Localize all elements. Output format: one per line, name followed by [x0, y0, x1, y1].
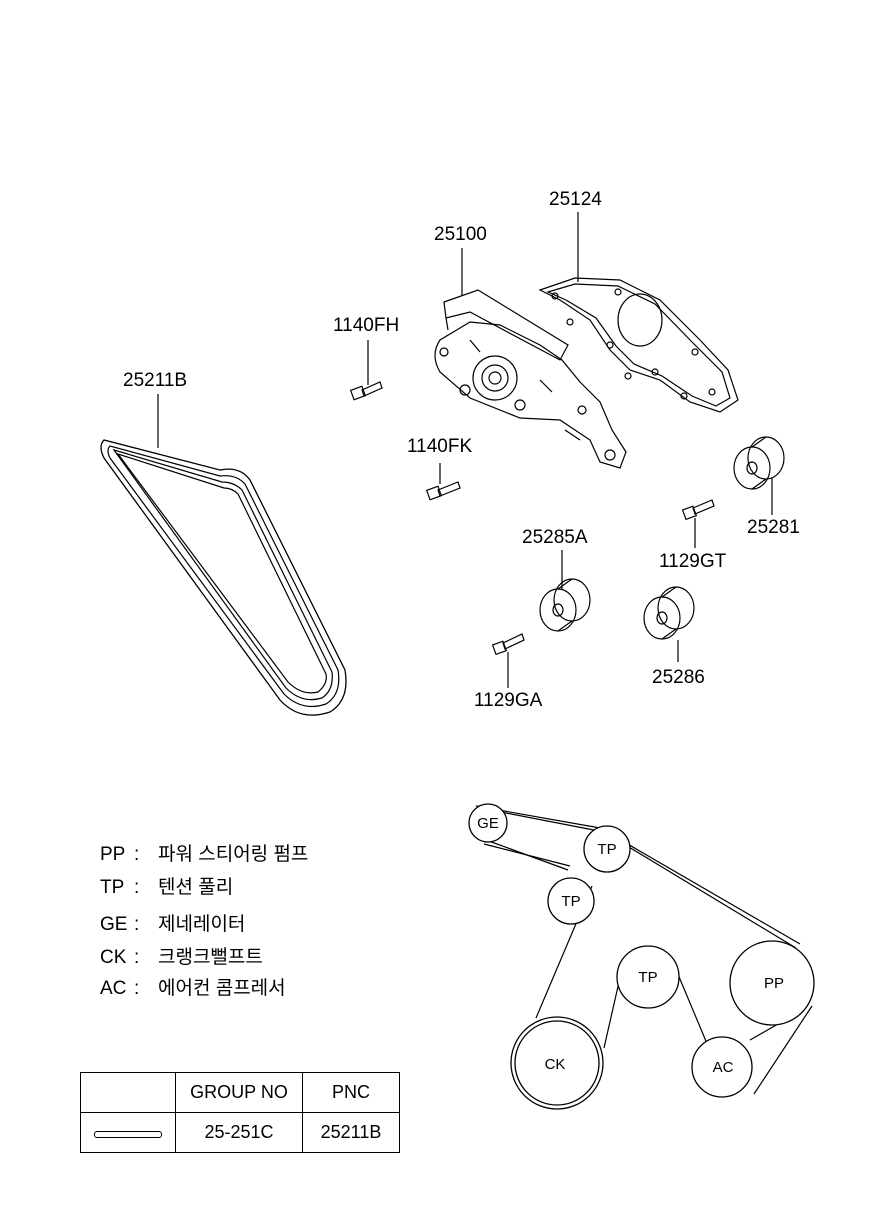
pulley-ac[interactable] [691, 1036, 753, 1098]
part-label-25285A: 25285A [522, 527, 588, 548]
pulley-pp[interactable] [729, 940, 815, 1026]
bolt-1129GT[interactable] [681, 499, 715, 548]
legend-sep: : [134, 947, 140, 968]
legend-code: CK [100, 947, 127, 968]
part-label-1140FH: 1140FH [333, 315, 400, 336]
legend-desc: 텐션 풀리 [158, 877, 234, 898]
legend-desc: 제네레이터 [158, 914, 246, 935]
part-label-1129GA: 1129GA [474, 690, 543, 711]
legend-row-pp: PP: 파워 스티어링 펌프 [100, 845, 308, 864]
legend-code: GE [100, 914, 128, 935]
pnc-table: GROUP NO PNC 25-251C 25211B [80, 1072, 400, 1153]
bolt-1129GA[interactable] [491, 633, 525, 688]
pulley-tp-lower[interactable] [616, 945, 680, 1009]
part-label-25281: 25281 [747, 517, 800, 538]
legend-row-tp: TP: 텐션 풀리 [100, 878, 233, 897]
pulley-ck-inner [514, 1020, 600, 1106]
table-cell-group-no: 25-251C [175, 1112, 303, 1153]
table-header-pnc: PNC [302, 1072, 400, 1113]
part-label-25124: 25124 [549, 189, 602, 210]
part-label-25211B: 25211B [123, 370, 188, 391]
water-pump-25100[interactable] [434, 289, 627, 469]
label-ac: AC [713, 1059, 734, 1076]
table-header-blank [80, 1072, 176, 1113]
bolt-1140FK[interactable] [425, 481, 461, 501]
idler-pulley-25281[interactable] [733, 436, 785, 515]
bolt-1140FH[interactable] [349, 340, 383, 401]
part-label-1140FK: 1140FK [407, 436, 473, 457]
pulley-tp-mid[interactable] [547, 877, 595, 925]
legend-sep: : [134, 978, 140, 999]
tension-pulley-25286[interactable] [643, 586, 695, 640]
label-ck: CK [545, 1056, 566, 1073]
table-header-group-no: GROUP NO [175, 1072, 303, 1113]
legend-code: PP [100, 844, 126, 865]
legend-code: AC [100, 978, 127, 999]
legend-desc: 에어컨 콤프레서 [158, 978, 286, 999]
drive-belt-25211B[interactable] [100, 439, 347, 716]
legend-sep: : [134, 844, 140, 865]
table-cell-pnc: 25211B [302, 1112, 400, 1153]
idler-pulley-25285A[interactable] [539, 550, 591, 632]
label-tp-lower: TP [638, 969, 657, 986]
label-pp: PP [764, 975, 784, 992]
legend-desc: 크랭크뻘프트 [158, 947, 263, 968]
label-tp-mid: TP [561, 893, 580, 910]
legend-desc: 파워 스티어링 펌프 [158, 844, 309, 865]
part-label-1129GT: 1129GT [659, 551, 727, 572]
belt-symbol-cell [80, 1112, 176, 1153]
legend-row-ck: CK: 크랭크뻘프트 [100, 948, 263, 967]
table-row[interactable]: 25-251C 25211B [80, 1112, 400, 1153]
label-ge: GE [477, 815, 499, 832]
legend-sep: : [134, 914, 140, 935]
legend-code: TP [100, 877, 125, 898]
label-tp-upper: TP [597, 841, 616, 858]
legend-row-ac: AC: 에어컨 콤프레서 [100, 979, 286, 998]
part-label-25100: 25100 [434, 224, 487, 245]
table-header-row: GROUP NO PNC [80, 1072, 400, 1113]
pulley-ge[interactable] [468, 803, 508, 843]
pulley-tp-upper[interactable] [583, 825, 631, 873]
part-label-25286: 25286 [652, 667, 705, 688]
gasket-25124[interactable] [538, 277, 739, 413]
legend-sep: : [134, 877, 140, 898]
belt-symbol-icon [94, 1131, 162, 1138]
legend-row-ge: GE: 제네레이터 [100, 915, 245, 934]
